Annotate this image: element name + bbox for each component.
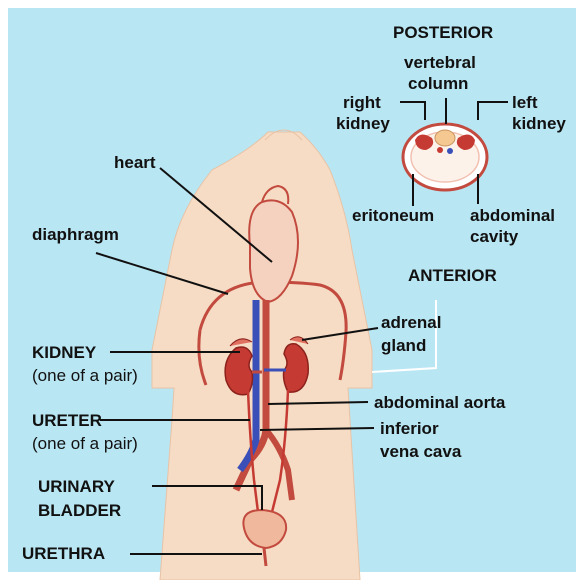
cross-aorta bbox=[437, 147, 443, 153]
diaphragm-label: diaphragm bbox=[32, 224, 119, 245]
adrenal-label-line2: gland bbox=[381, 335, 426, 356]
right-kidney-label-line2: kidney bbox=[336, 113, 390, 134]
ureter-label-line2: (one of a pair) bbox=[32, 433, 138, 454]
posterior-label: POSTERIOR bbox=[393, 22, 493, 43]
vertebral-label-line2: column bbox=[408, 73, 468, 94]
abdominal-cavity-label-line1: abdominal bbox=[470, 205, 555, 226]
adrenal-label-line1: adrenal bbox=[381, 312, 441, 333]
left-kidney-label-line2: kidney bbox=[512, 113, 566, 134]
ivc-label-line2: vena cava bbox=[380, 441, 461, 462]
cross-vertebra bbox=[435, 130, 455, 146]
urethra-label: URETHRA bbox=[22, 543, 105, 564]
left-kidney-label-line1: left bbox=[512, 92, 538, 113]
heart-label: heart bbox=[114, 152, 156, 173]
abdominal-aorta-label: abdominal aorta bbox=[374, 392, 505, 413]
ureter-label-line1: URETER bbox=[32, 410, 102, 431]
bladder-label-line2: BLADDER bbox=[38, 500, 121, 521]
bladder-label-line1: URINARY bbox=[38, 476, 115, 497]
anterior-label: ANTERIOR bbox=[408, 265, 497, 286]
abdominal-cavity-label-line2: cavity bbox=[470, 226, 518, 247]
kidney-label-line2: (one of a pair) bbox=[32, 365, 138, 386]
peritoneum-label: eritoneum bbox=[352, 205, 434, 226]
ivc-label-line1: inferior bbox=[380, 418, 439, 439]
cross-vena-cava bbox=[447, 148, 453, 154]
kidney-label-line1: KIDNEY bbox=[32, 342, 96, 363]
vertebral-label-line1: vertebral bbox=[404, 52, 476, 73]
urethra-tube bbox=[264, 548, 266, 566]
right-kidney-label-line1: right bbox=[343, 92, 381, 113]
